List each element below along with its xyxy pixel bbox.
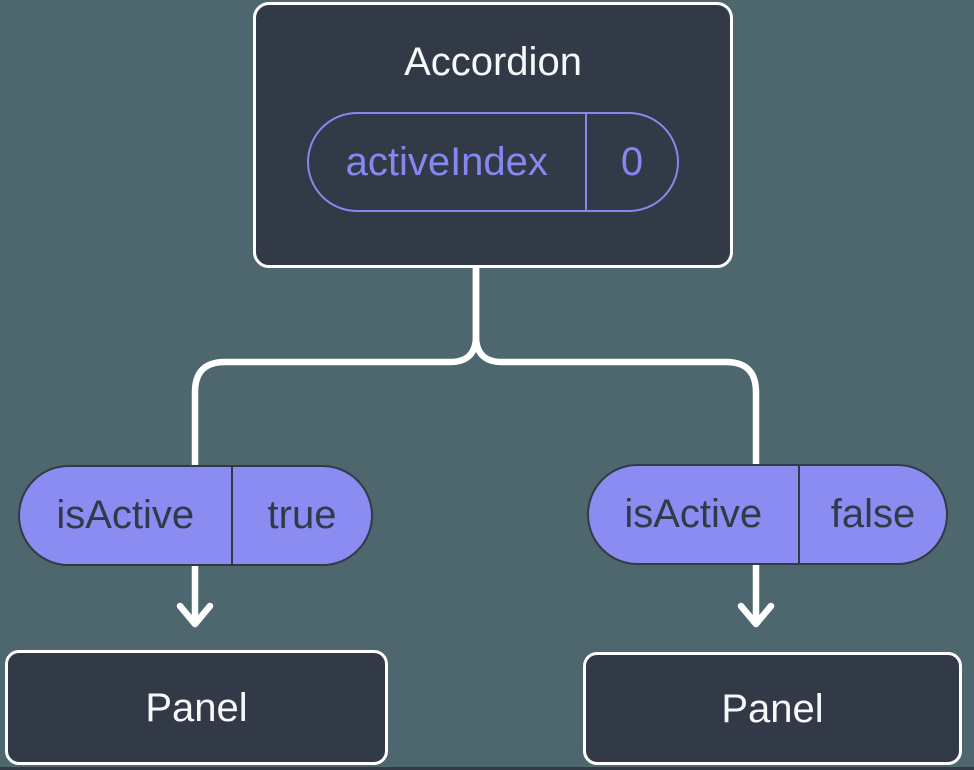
prop-label: isActive xyxy=(56,493,195,537)
pill-divider xyxy=(230,467,233,564)
connector-right-branch xyxy=(472,254,760,624)
panel-title: Panel xyxy=(721,686,824,731)
panel-node-left: Panel xyxy=(5,650,388,765)
state-label: activeIndex xyxy=(345,139,548,184)
state-pill-activeindex: activeIndex 0 xyxy=(307,112,679,212)
bottom-edge-strip xyxy=(0,767,974,770)
pill-divider xyxy=(584,114,587,210)
prop-value: false xyxy=(830,492,916,536)
pill-divider xyxy=(797,466,800,563)
prop-label: isActive xyxy=(624,492,763,536)
arrow-down-icon xyxy=(737,602,775,628)
prop-pill-isactive-true: isActive true xyxy=(18,465,373,566)
panel-title: Panel xyxy=(145,685,248,730)
state-value: 0 xyxy=(620,139,644,184)
accordion-node: Accordion activeIndex 0 xyxy=(253,2,733,268)
prop-value: true xyxy=(267,493,337,537)
arrow-down-icon xyxy=(176,602,214,628)
accordion-title: Accordion xyxy=(404,40,582,84)
prop-pill-isactive-false: isActive false xyxy=(587,464,948,565)
panel-node-right: Panel xyxy=(583,652,962,765)
